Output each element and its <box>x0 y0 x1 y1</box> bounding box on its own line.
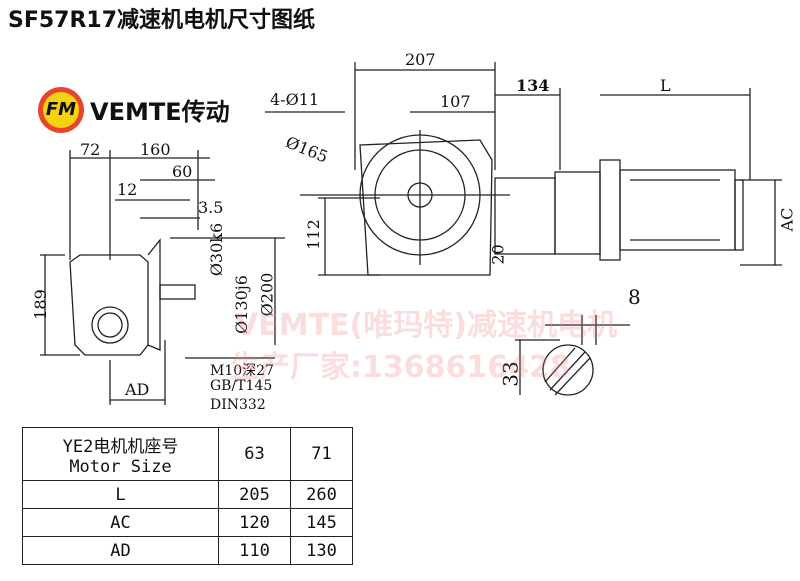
table-cell: 145 <box>290 508 353 537</box>
dim-12: 12 <box>117 180 138 199</box>
brand-name: VEMTE传动 <box>90 98 230 126</box>
watermark-line1: VEMTE(唯玛特)减速机电机 <box>235 308 617 343</box>
standard-gb: GB/T145 <box>210 378 273 394</box>
header-label-en: Motor Size <box>69 456 172 477</box>
dim-3-5: 3.5 <box>198 198 224 217</box>
table-cell: 205 <box>218 480 291 509</box>
dim-107: 107 <box>440 92 471 111</box>
dim-112: 112 <box>303 219 323 250</box>
dim-160: 160 <box>140 140 171 159</box>
table-cell: 130 <box>290 536 353 565</box>
dim-key-8: 8 <box>628 285 641 309</box>
row-label: L <box>22 480 219 509</box>
dim-20: 20 <box>488 244 508 265</box>
dim-AC: AC <box>777 207 797 232</box>
dim-72: 72 <box>80 140 101 159</box>
row-label: AD <box>22 536 219 565</box>
table-cell: 260 <box>290 480 353 509</box>
header-cell: 63 <box>218 427 291 481</box>
table-cell: 110 <box>218 536 291 565</box>
dim-L: L <box>660 76 671 95</box>
dim-60: 60 <box>172 162 193 181</box>
header-label-cn: YE2电机机座号 <box>62 436 179 457</box>
dim-207: 207 <box>405 50 436 69</box>
dim-holes: 4-Ø11 <box>270 90 320 109</box>
page-title: SF57R17减速机电机尺寸图纸 <box>8 8 316 33</box>
header-cell: 71 <box>290 427 353 481</box>
thread-note: M10深27 <box>210 363 274 379</box>
standard-din: DIN332 <box>210 397 266 413</box>
table-cell: 120 <box>218 508 291 537</box>
row-label: AC <box>22 508 219 537</box>
dim-AD: AD <box>125 380 150 399</box>
watermark-line2: 生产厂家:1368616428 <box>230 350 571 385</box>
dim-189: 189 <box>30 289 50 320</box>
brand-logo: FM <box>38 87 84 133</box>
dim-134: 134 <box>516 76 550 95</box>
dim-d30: Ø30k6 <box>207 222 227 277</box>
